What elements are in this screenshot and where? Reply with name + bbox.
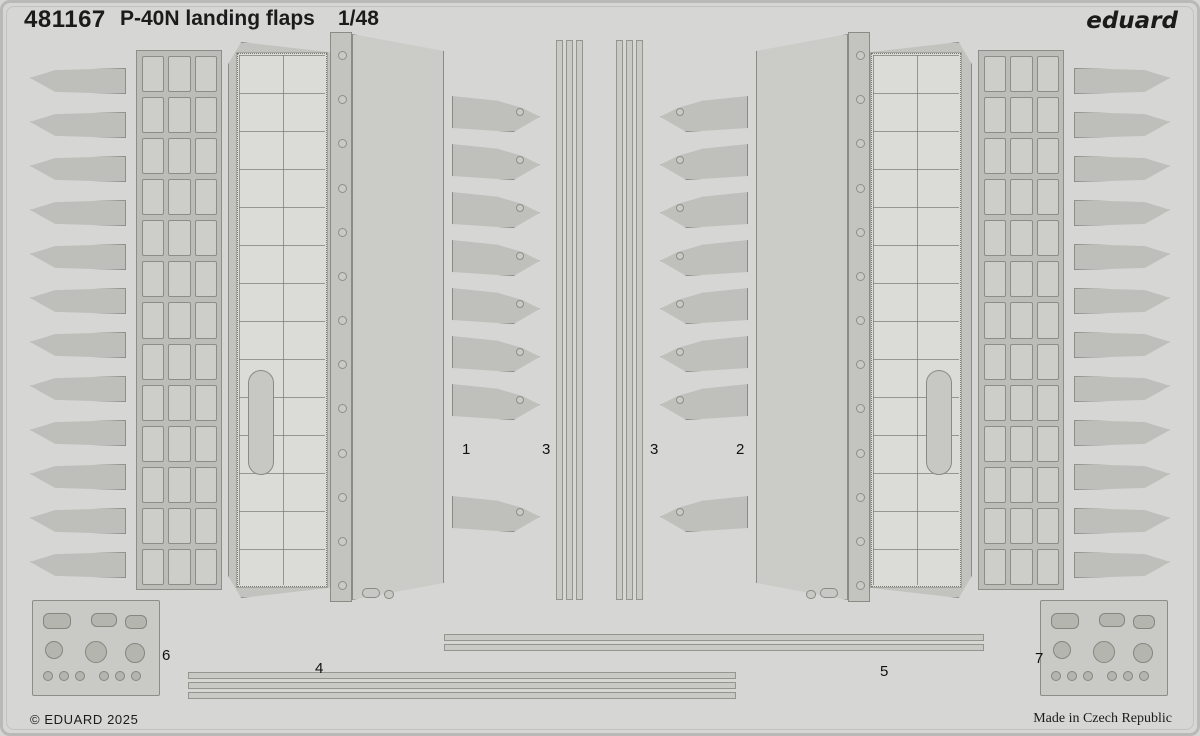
stringer-left-a — [556, 40, 563, 600]
flap-skin-right — [862, 42, 972, 598]
part-label-3-right: 3 — [650, 441, 659, 458]
fret-arm-left-10 — [30, 508, 126, 534]
bracket-left-lower — [452, 492, 540, 532]
part-label-5: 5 — [880, 663, 889, 680]
fret-arm-right-3 — [1074, 200, 1170, 226]
fret-arm-left-5 — [30, 288, 126, 314]
bracket-right-6 — [660, 380, 748, 420]
stringer-right-c — [636, 40, 643, 600]
rail-5-a — [444, 634, 984, 641]
flap-detail-left-a — [362, 588, 380, 598]
fret-arm-right-11 — [1074, 552, 1170, 578]
rail-4-b — [188, 682, 736, 689]
sheet-scale: 1/48 — [338, 7, 379, 30]
fret-arm-left-3 — [30, 200, 126, 226]
bracket-left-1 — [452, 140, 540, 180]
bracket-right-3 — [660, 236, 748, 276]
bracket-right-2 — [660, 188, 748, 228]
fret-arm-right-7 — [1074, 376, 1170, 402]
brand-logo: eduard — [1086, 8, 1178, 34]
bracket-left-0 — [452, 92, 540, 132]
fret-arm-left-6 — [30, 332, 126, 358]
fret-arm-right-1 — [1074, 112, 1170, 138]
placard-part-6 — [32, 600, 160, 696]
part-label-6: 6 — [162, 647, 171, 664]
fret-arm-left-1 — [30, 112, 126, 138]
fret-arm-left-4 — [30, 244, 126, 270]
flap-detail-right-a — [820, 588, 838, 598]
fret-arm-right-5 — [1074, 288, 1170, 314]
fret-arm-left-8 — [30, 420, 126, 446]
stringer-left-c — [576, 40, 583, 600]
fret-arm-right-0 — [1074, 68, 1170, 94]
catalog-number: 481167 — [24, 6, 106, 33]
part-label-4: 4 — [315, 660, 324, 677]
bracket-left-2 — [452, 188, 540, 228]
fret-arm-right-9 — [1074, 464, 1170, 490]
fret-arm-left-11 — [30, 552, 126, 578]
part-label-3-left: 3 — [542, 441, 551, 458]
rail-4-a — [188, 672, 736, 679]
fret-arm-right-4 — [1074, 244, 1170, 270]
rail-4-c — [188, 692, 736, 699]
bracket-left-5 — [452, 332, 540, 372]
rail-5-b — [444, 644, 984, 651]
placard-part-7 — [1040, 600, 1168, 696]
stringer-right-b — [626, 40, 633, 600]
flap-spine-left — [330, 32, 352, 602]
sheet-title: P-40N landing flaps — [120, 7, 315, 30]
fret-arm-left-2 — [30, 156, 126, 182]
bracket-left-6 — [452, 380, 540, 420]
fret-arm-left-0 — [30, 68, 126, 94]
bracket-right-5 — [660, 332, 748, 372]
flap-detail-left-b — [384, 590, 394, 599]
fret-arm-left-9 — [30, 464, 126, 490]
bracket-left-3 — [452, 236, 540, 276]
flap-spine-right — [848, 32, 870, 602]
rib-ladder-left-1 — [136, 50, 222, 590]
bracket-right-1 — [660, 140, 748, 180]
part-label-1: 1 — [462, 441, 471, 458]
copyright-text: © EDUARD 2025 — [30, 712, 139, 727]
stringer-left-b — [566, 40, 573, 600]
stringer-right-a — [616, 40, 623, 600]
rib-ladder-right-1 — [978, 50, 1064, 590]
fret-arm-right-8 — [1074, 420, 1170, 446]
fret-arm-right-10 — [1074, 508, 1170, 534]
bracket-left-4 — [452, 284, 540, 324]
bracket-right-0 — [660, 92, 748, 132]
fret-arm-right-2 — [1074, 156, 1170, 182]
bracket-right-4 — [660, 284, 748, 324]
part-label-2: 2 — [736, 441, 745, 458]
bracket-right-lower — [660, 492, 748, 532]
fret-arm-left-7 — [30, 376, 126, 402]
made-in-text: Made in Czech Republic — [1033, 711, 1172, 726]
fret-arm-right-6 — [1074, 332, 1170, 358]
flap-leading-edge-left — [352, 34, 444, 600]
flap-leading-edge-right — [756, 34, 848, 600]
flap-skin-left — [228, 42, 338, 598]
part-label-7: 7 — [1035, 650, 1044, 667]
flap-detail-right-b — [806, 590, 816, 599]
